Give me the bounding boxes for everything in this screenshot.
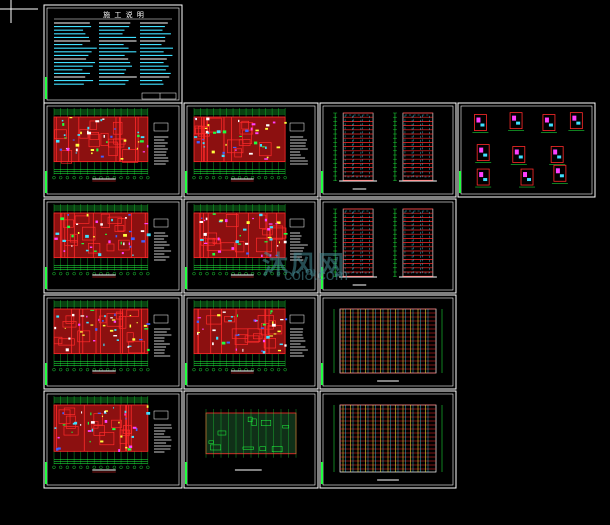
sheet-r2c3[interactable] bbox=[319, 198, 457, 294]
sheet-r1c4[interactable] bbox=[457, 102, 596, 198]
sheet-r3c1[interactable] bbox=[43, 294, 183, 390]
sheet-r4c3[interactable] bbox=[319, 390, 457, 489]
sheet-r4c1[interactable] bbox=[43, 390, 183, 489]
sheet-r4c2[interactable] bbox=[183, 390, 319, 489]
sheet-r3c2[interactable] bbox=[183, 294, 319, 390]
sheet-r3c3[interactable] bbox=[319, 294, 457, 390]
sheet-r1c1[interactable] bbox=[43, 102, 183, 198]
sheet-r2c2[interactable] bbox=[183, 198, 319, 294]
ucs-crosshair-icon bbox=[0, 0, 38, 23]
cover-sheet-title: 施 工 说 明 bbox=[103, 11, 145, 19]
sheet-r1c2[interactable] bbox=[183, 102, 319, 198]
drawing-sheets bbox=[43, 4, 596, 489]
sheet-r1c3[interactable] bbox=[319, 102, 457, 198]
sheet-cover[interactable] bbox=[43, 4, 183, 104]
sheet-r2c1[interactable] bbox=[43, 198, 183, 294]
